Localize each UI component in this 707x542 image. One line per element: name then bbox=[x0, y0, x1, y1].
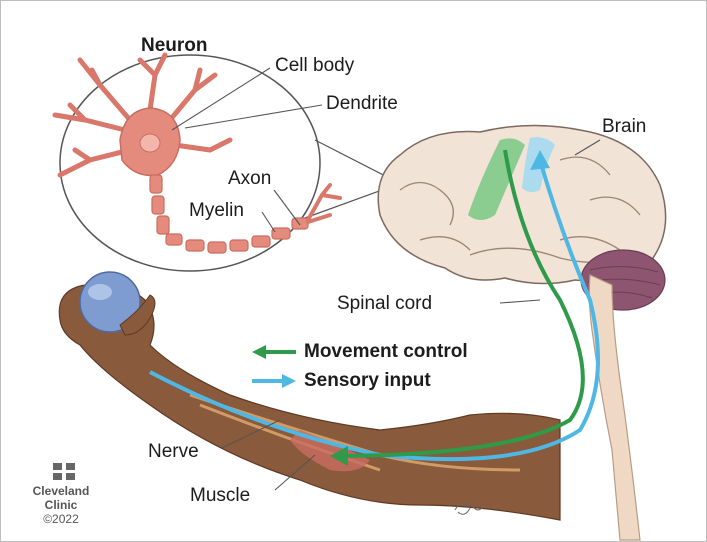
muscle-label: Muscle bbox=[190, 486, 250, 505]
spinal-cord-label: Spinal cord bbox=[337, 294, 432, 313]
credit-year: ©2022 bbox=[30, 512, 92, 526]
credit-block: Cleveland Clinic ©2022 bbox=[30, 484, 92, 526]
legend-sensory-label: Sensory input bbox=[304, 370, 431, 392]
cleveland-clinic-logo bbox=[53, 463, 75, 480]
legend-sensory: Sensory input bbox=[252, 370, 431, 392]
credit-line1: Cleveland bbox=[30, 484, 92, 498]
credit-line2: Clinic bbox=[30, 498, 92, 512]
legend-movement: Movement control bbox=[252, 341, 468, 363]
axon-label: Axon bbox=[228, 169, 271, 188]
dendrite-label: Dendrite bbox=[326, 94, 398, 113]
blue-arrow-icon bbox=[252, 374, 296, 388]
neuron-title: Neuron bbox=[141, 36, 208, 55]
cell-body-label: Cell body bbox=[275, 56, 354, 75]
brain-label: Brain bbox=[602, 117, 646, 136]
myelin-label: Myelin bbox=[189, 201, 244, 220]
spinal-cord bbox=[589, 275, 640, 540]
green-arrow-icon bbox=[252, 345, 296, 359]
nerve-label: Nerve bbox=[148, 442, 199, 461]
legend-movement-label: Movement control bbox=[304, 341, 468, 363]
